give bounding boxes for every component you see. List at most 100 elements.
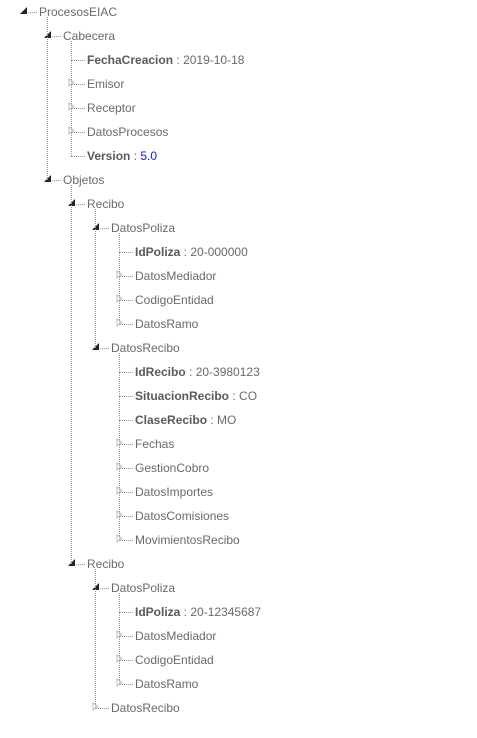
node-name: MovimientosRecibo xyxy=(135,533,240,547)
tree-node-label: Version : 5.0 xyxy=(87,144,157,168)
tree-connector xyxy=(71,156,85,157)
field-value: 20-3980123 xyxy=(195,365,260,379)
collapsed-triangle-icon[interactable] xyxy=(67,125,77,137)
tree-node-label[interactable]: DatosRecibo xyxy=(111,336,180,360)
tree-node-label[interactable]: DatosPoliza xyxy=(111,216,175,240)
collapsed-triangle-icon[interactable] xyxy=(67,77,77,89)
collapsed-triangle-icon[interactable] xyxy=(115,533,125,545)
tree-node-label[interactable]: DatosPoliza xyxy=(111,576,175,600)
field-separator: : xyxy=(229,389,240,403)
field-value: 20-000000 xyxy=(190,245,248,259)
tree-node-label[interactable]: CodigoEntidad xyxy=(135,648,214,672)
tree-connector xyxy=(119,468,133,469)
expanded-triangle-icon[interactable] xyxy=(91,581,101,593)
tree-node-label[interactable]: Fechas xyxy=(135,432,174,456)
tree-connector xyxy=(71,204,85,205)
expanded-triangle-icon[interactable] xyxy=(43,29,53,41)
expanded-triangle-icon[interactable] xyxy=(43,173,53,185)
collapsed-triangle-icon[interactable] xyxy=(115,629,125,641)
expanded-triangle-icon[interactable] xyxy=(91,221,101,233)
node-name: ProcesosEIAC xyxy=(39,5,118,19)
tree-node-label[interactable]: GestionCobro xyxy=(135,456,209,480)
collapsed-triangle-icon[interactable] xyxy=(91,701,101,713)
tree-node-datos-recibo[interactable]: DatosRecibo xyxy=(0,336,477,360)
expanded-triangle-icon[interactable] xyxy=(67,197,77,209)
tree-node-label[interactable]: DatosRamo xyxy=(135,312,198,336)
expanded-triangle-icon[interactable] xyxy=(67,557,77,569)
tree-node-label[interactable]: DatosMediador xyxy=(135,264,216,288)
tree-node-clase-recibo: ClaseRecibo : MO xyxy=(0,408,477,432)
expanded-triangle-icon[interactable] xyxy=(91,341,101,353)
tree-node-label[interactable]: DatosComisiones xyxy=(135,504,229,528)
tree-node-movimientos-recibo[interactable]: MovimientosRecibo xyxy=(0,528,477,552)
tree-connector xyxy=(95,228,109,229)
node-name: DatosImportes xyxy=(135,485,214,499)
tree-node-emisor[interactable]: Emisor xyxy=(0,72,477,96)
tree-node-codigo-entidad[interactable]: CodigoEntidad xyxy=(0,648,477,672)
tree-node-datos-poliza[interactable]: DatosPoliza xyxy=(0,576,477,600)
tree-connector xyxy=(47,36,61,37)
node-name: DatosMediador xyxy=(135,269,217,283)
field-value: 2019-10-18 xyxy=(183,53,245,67)
tree-node-label[interactable]: Emisor xyxy=(87,72,124,96)
tree-node-label[interactable]: Cabecera xyxy=(63,24,115,48)
tree-node-datos-ramo[interactable]: DatosRamo xyxy=(0,312,477,336)
field-separator: : xyxy=(180,605,191,619)
field-separator: : xyxy=(130,149,141,163)
tree-node-recibo[interactable]: Recibo xyxy=(0,552,477,576)
tree-node-datos-ramo[interactable]: DatosRamo xyxy=(0,672,477,696)
node-name: DatosRecibo xyxy=(111,701,180,715)
tree-node-label[interactable]: Receptor xyxy=(87,96,136,120)
tree-connector xyxy=(119,396,133,397)
tree-branch-line xyxy=(119,353,120,540)
tree-node-label[interactable]: MovimientosRecibo xyxy=(135,528,240,552)
node-name: DatosRamo xyxy=(135,317,199,331)
tree-connector xyxy=(71,132,85,133)
tree-node-label: IdRecibo : 20-3980123 xyxy=(135,360,260,384)
tree-node-label: IdPoliza : 20-12345687 xyxy=(135,600,261,624)
field-value: MO xyxy=(217,413,237,427)
tree-node-label[interactable]: Recibo xyxy=(87,552,124,576)
tree-node-label[interactable]: Objetos xyxy=(63,168,104,192)
collapsed-triangle-icon[interactable] xyxy=(115,269,125,281)
tree-node-label[interactable]: DatosMediador xyxy=(135,624,216,648)
collapsed-triangle-icon[interactable] xyxy=(115,437,125,449)
collapsed-triangle-icon[interactable] xyxy=(115,461,125,473)
field-value: 5.0 xyxy=(140,149,158,163)
collapsed-triangle-icon[interactable] xyxy=(115,293,125,305)
node-name: Recibo xyxy=(87,557,125,571)
collapsed-triangle-icon[interactable] xyxy=(115,485,125,497)
field-separator: : xyxy=(173,53,184,67)
expanded-triangle-icon[interactable] xyxy=(19,5,29,17)
tree-connector xyxy=(23,12,37,13)
tree-node-label[interactable]: DatosProcesos xyxy=(87,120,168,144)
node-name: Recibo xyxy=(87,197,125,211)
tree-node-gestion-cobro[interactable]: GestionCobro xyxy=(0,456,477,480)
tree-branch-line xyxy=(119,593,120,684)
node-name: DatosComisiones xyxy=(135,509,230,523)
tree-node-label[interactable]: Recibo xyxy=(87,192,124,216)
node-name: Objetos xyxy=(63,173,105,187)
node-name: Emisor xyxy=(87,77,125,91)
node-name: Fechas xyxy=(135,437,175,451)
tree-node-label[interactable]: DatosRamo xyxy=(135,672,198,696)
collapsed-triangle-icon[interactable] xyxy=(67,101,77,113)
tree-connector xyxy=(119,300,133,301)
collapsed-triangle-icon[interactable] xyxy=(115,653,125,665)
tree-node-procesos-eiac[interactable]: ProcesosEIAC xyxy=(0,0,477,24)
field-separator: : xyxy=(207,413,218,427)
tree-node-datos-recibo[interactable]: DatosRecibo xyxy=(0,696,477,720)
node-name: DatosRamo xyxy=(135,677,199,691)
tree-node-datos-comisiones[interactable]: DatosComisiones xyxy=(0,504,477,528)
tree-node-label[interactable]: CodigoEntidad xyxy=(135,288,214,312)
tree-node-label[interactable]: DatosRecibo xyxy=(111,696,180,720)
tree-node-label[interactable]: ProcesosEIAC xyxy=(39,0,117,24)
tree-branch-line xyxy=(119,233,120,324)
tree-node-datos-mediador[interactable]: DatosMediador xyxy=(0,624,477,648)
collapsed-triangle-icon[interactable] xyxy=(115,509,125,521)
collapsed-triangle-icon[interactable] xyxy=(115,317,125,329)
tree-node-label[interactable]: DatosImportes xyxy=(135,480,213,504)
collapsed-triangle-icon[interactable] xyxy=(115,677,125,689)
tree-connector xyxy=(71,564,85,565)
